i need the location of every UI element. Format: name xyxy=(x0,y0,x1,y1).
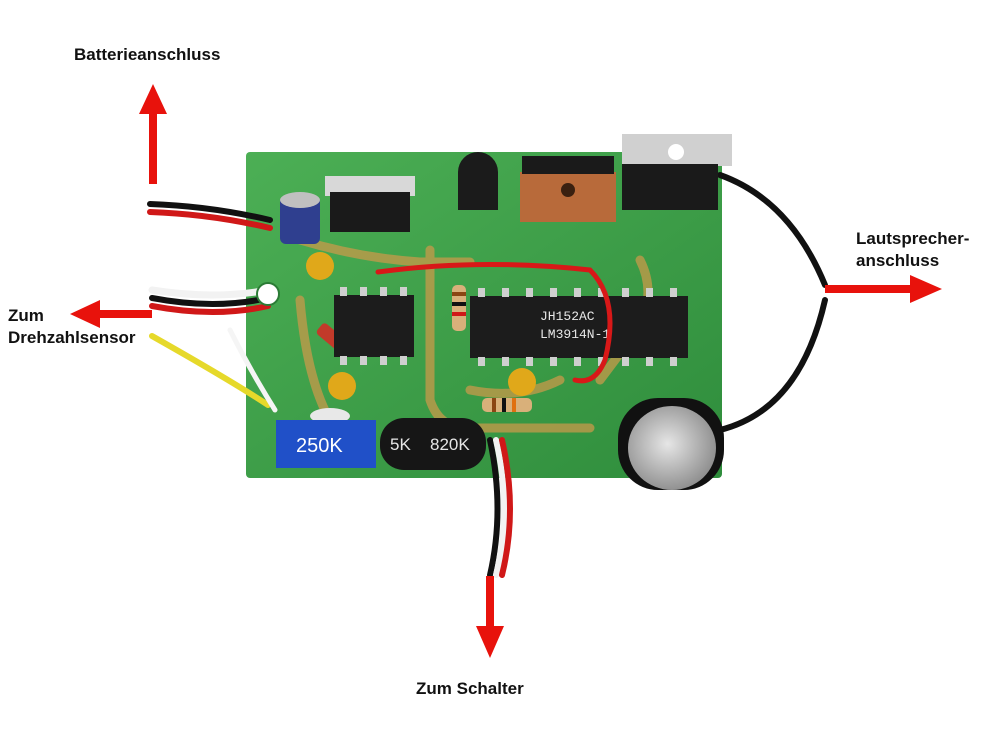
label-speaker-line1: Lautsprecher- xyxy=(856,229,970,248)
capacitor-text-1: 5K xyxy=(390,435,411,454)
label-tacho-line2: Drehzahlsensor xyxy=(8,328,136,347)
arrow-switch xyxy=(476,576,504,658)
speaker-wires xyxy=(717,172,828,433)
sensor-wires xyxy=(148,286,278,413)
transistor xyxy=(458,152,498,210)
ceramic-capacitor xyxy=(306,252,334,280)
resistor xyxy=(482,398,532,412)
electrolytic-capacitor-large xyxy=(618,398,724,490)
arrow-speaker xyxy=(825,275,942,303)
resistor xyxy=(452,285,466,331)
mount-hole xyxy=(256,282,280,306)
capacitor-text-2: 820K xyxy=(430,435,470,454)
film-capacitor: 5K 820K xyxy=(380,418,486,470)
label-speaker-line2: anschluss xyxy=(856,251,940,270)
label-tacho-sensor: Zum Drehzahlsensor xyxy=(8,305,136,349)
voltage-regulator-left xyxy=(325,176,415,232)
ic-lm3914: JH152AC LM3914N-1 xyxy=(470,288,688,366)
ic-marking-line2: LM3914N-1 xyxy=(540,327,610,342)
switch-wires xyxy=(487,437,513,578)
trimmer-value: 250K xyxy=(296,435,343,457)
arrow-battery xyxy=(139,84,167,184)
jumper-wire xyxy=(375,261,613,384)
label-speaker-connection: Lautsprecher- anschluss xyxy=(856,228,969,272)
trimmer-potentiometer: 250K xyxy=(276,408,376,468)
ceramic-capacitor xyxy=(328,372,356,400)
ceramic-capacitor xyxy=(508,368,536,396)
electrolytic-capacitor-small xyxy=(280,192,320,244)
battery-wires xyxy=(147,201,273,231)
power-transistor xyxy=(520,156,616,222)
label-tacho-line1: Zum xyxy=(8,306,44,325)
label-switch: Zum Schalter xyxy=(416,679,524,698)
label-battery-connection: Batterieanschluss xyxy=(74,45,221,64)
ic-small xyxy=(334,287,414,365)
arrow-tacho xyxy=(70,300,152,328)
ic-marking-line1: JH152AC xyxy=(540,309,595,324)
voltage-regulator-right xyxy=(622,134,732,210)
